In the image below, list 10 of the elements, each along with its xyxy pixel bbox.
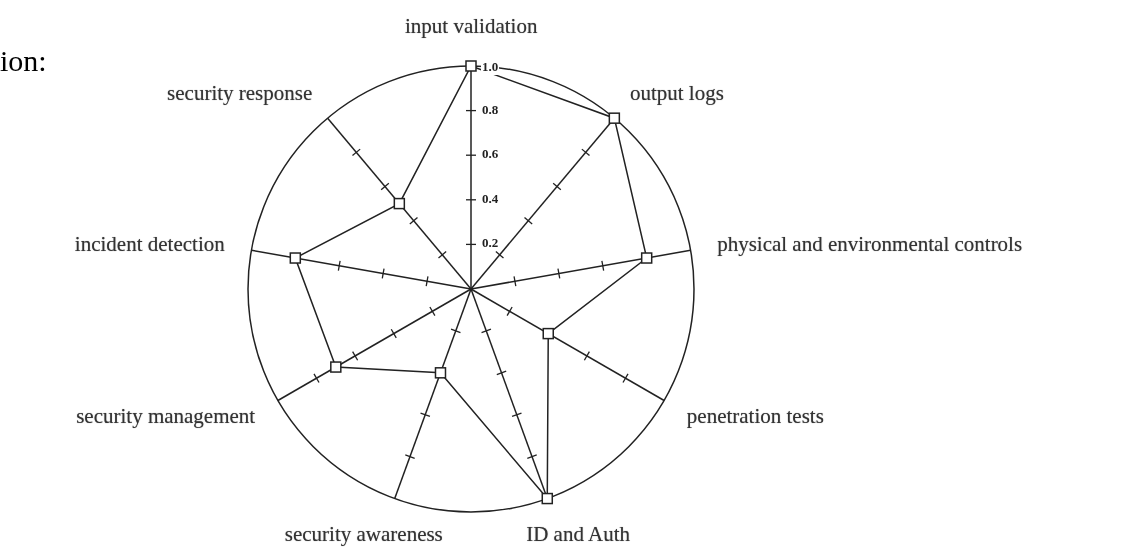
axis-label: ID and Auth (526, 522, 631, 548)
axis-label: security management (76, 404, 256, 429)
axis-label: input validation (405, 13, 538, 39)
axis-label: incident detection (74, 232, 225, 258)
axis-label: penetration tests (686, 404, 824, 429)
axis-label: output logs (629, 81, 724, 107)
axis-label: security response (167, 81, 313, 107)
text-fragment: ion: (0, 44, 47, 78)
axis-label: security awareness (284, 522, 443, 548)
axis-label: physical and environmental controls (717, 232, 1023, 258)
